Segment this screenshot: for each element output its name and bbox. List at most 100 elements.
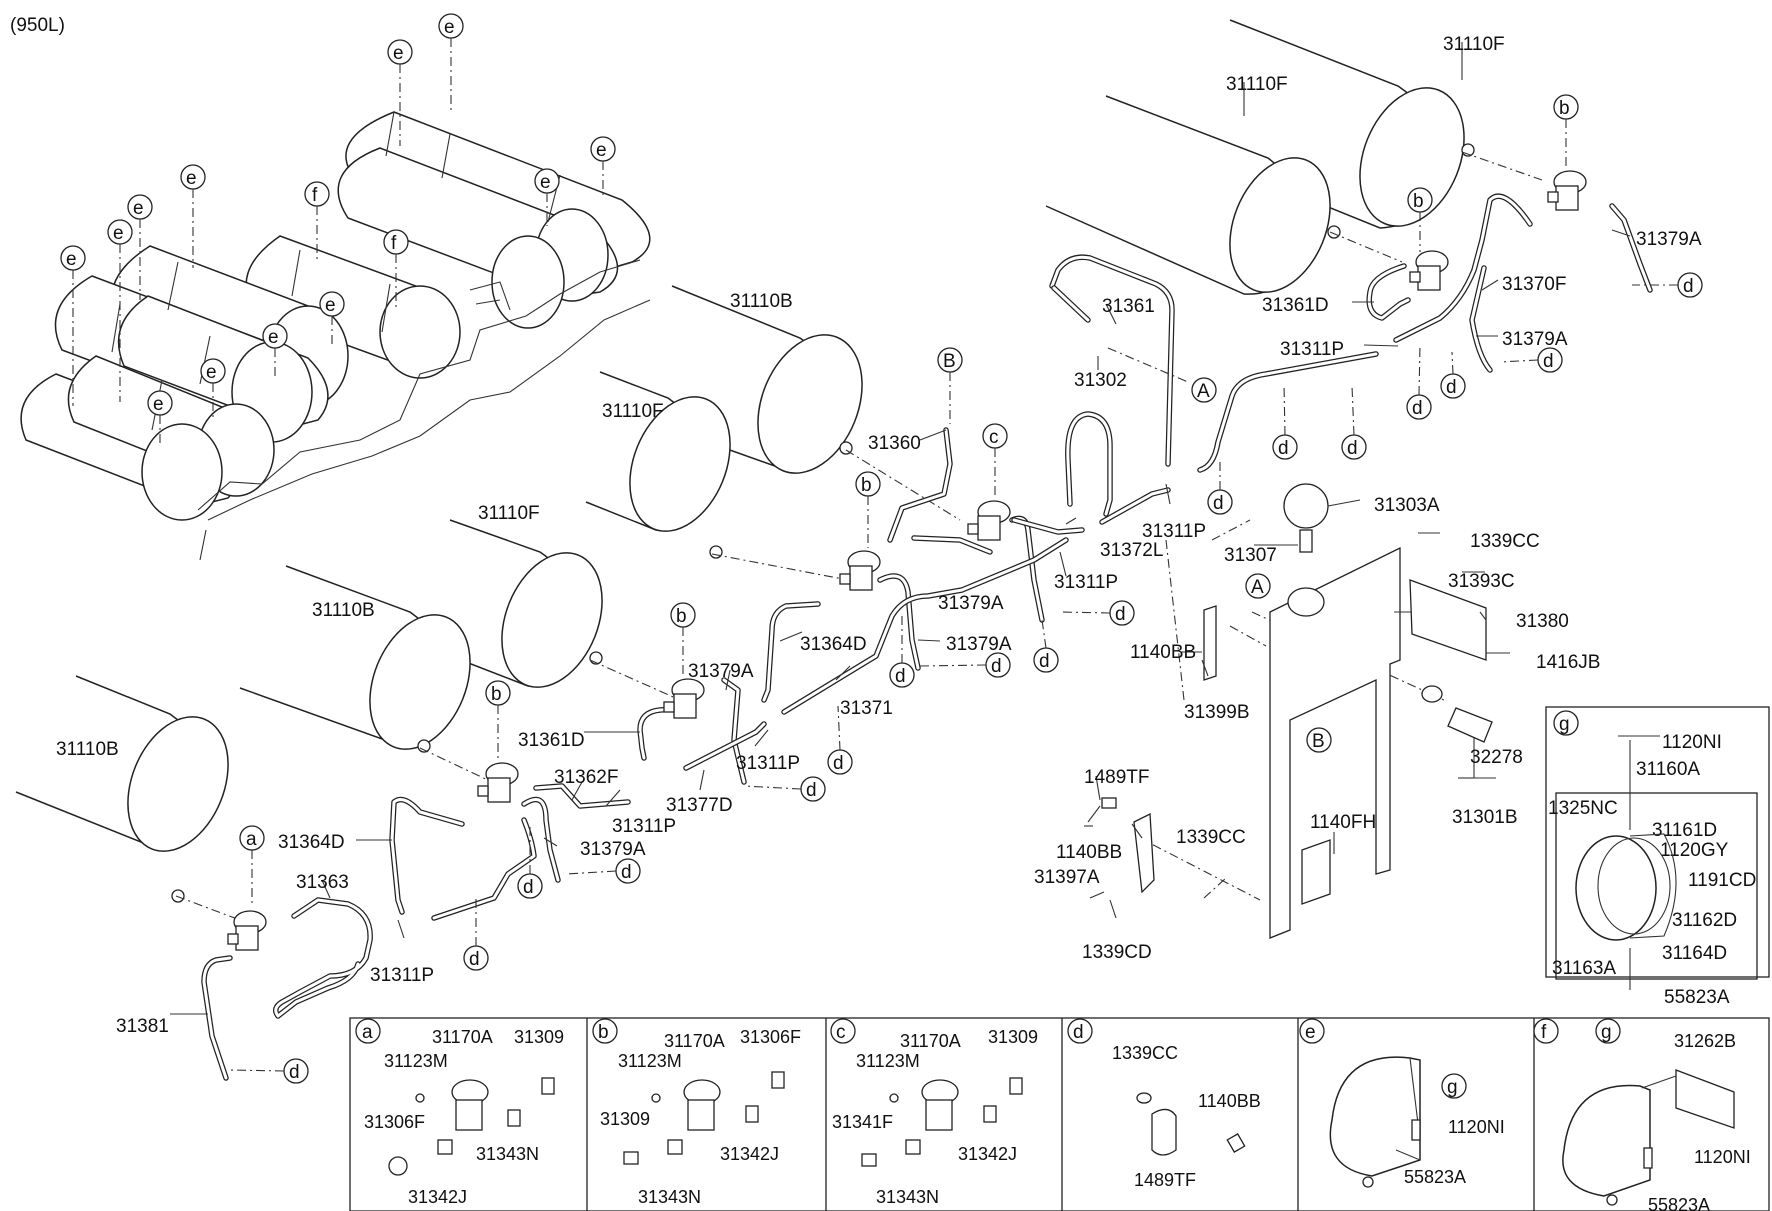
part-label: 31163A — [1552, 958, 1616, 979]
ref-e: e — [133, 198, 144, 219]
part-label: 31380 — [1516, 611, 1569, 632]
part-label: 55823A — [1664, 987, 1730, 1008]
part-label: 31379A — [1502, 329, 1568, 350]
part-label: 31309 — [600, 1109, 650, 1129]
ref-d: d — [469, 949, 480, 970]
detail-g: g 1120NI 31160A 1325NC 31161D 1120GY 119… — [1545, 706, 1770, 1008]
part-label: 31371 — [840, 698, 893, 719]
pipes — [201, 193, 1653, 1081]
part-label: 31379A — [946, 634, 1012, 655]
part-label: 31311P — [370, 965, 434, 986]
detail-e-letter: e — [1305, 1022, 1316, 1043]
part-label: 31170A — [432, 1027, 493, 1047]
part-label: 1191CD — [1688, 870, 1756, 891]
part-label: 31399B — [1184, 702, 1250, 723]
part-label: 1325NC — [1548, 798, 1618, 819]
part-label: 31262B — [1674, 1031, 1736, 1051]
ref-d: d — [1683, 276, 1694, 297]
part-label: 1120NI — [1694, 1147, 1751, 1167]
part-label: 1339CD — [1082, 942, 1152, 963]
ref-d: d — [621, 862, 632, 883]
part-label: 31160A — [1636, 759, 1700, 780]
ref-d: d — [895, 666, 906, 687]
part-label: 31110F — [478, 503, 540, 524]
part-label: 31342J — [408, 1187, 467, 1207]
detail-a-letter: a — [362, 1022, 373, 1043]
part-label: 31361D — [518, 730, 585, 751]
tank-valves — [227, 170, 1587, 951]
part-label: 31110B — [730, 291, 793, 312]
part-label: 31362F — [554, 767, 618, 788]
part-label: 31302 — [1074, 370, 1127, 391]
part-label: 31123M — [384, 1051, 448, 1071]
ref-d: d — [1543, 351, 1554, 372]
ref-d: d — [1278, 438, 1289, 459]
assembly-lines — [175, 151, 1543, 921]
part-label: 1120GY — [1660, 840, 1729, 861]
part-label: 31341F — [832, 1112, 893, 1132]
part-labels: 31110F 31110F 31379A 31370F 31379A 31361… — [56, 34, 1702, 1037]
ref-e: e — [153, 394, 164, 415]
ref-B: B — [943, 351, 956, 372]
ref-e: e — [113, 223, 124, 244]
ref-e: e — [186, 168, 197, 189]
part-label: 31343N — [476, 1144, 539, 1164]
part-label: 31311P — [612, 816, 676, 837]
part-label: 31343N — [876, 1187, 939, 1207]
part-label: 31393C — [1448, 571, 1515, 592]
part-label: 31110B — [56, 739, 119, 760]
part-label: 31360 — [868, 433, 921, 454]
detail-b-letter: b — [598, 1022, 609, 1043]
part-label: 31379A — [580, 839, 646, 860]
ref-e: e — [540, 172, 551, 193]
part-label: 31361D — [1262, 295, 1329, 316]
part-label: 55823A — [1404, 1167, 1466, 1187]
part-label: 31363 — [296, 872, 349, 893]
part-label: 31381 — [116, 1016, 169, 1037]
part-label: 31110B — [312, 600, 375, 621]
part-label: 31306F — [364, 1112, 425, 1132]
ref-d: d — [1039, 651, 1050, 672]
part-label: 31110F — [1443, 34, 1505, 55]
part-label: 31397A — [1034, 867, 1100, 888]
part-label: 31343N — [638, 1187, 701, 1207]
ref-e: e — [325, 295, 336, 316]
ref-d: d — [289, 1062, 300, 1083]
ref-A: A — [1197, 381, 1210, 402]
part-label: 31364D — [800, 634, 867, 655]
part-label: 31306F — [740, 1027, 801, 1047]
ref-e: e — [393, 43, 404, 64]
part-label: 1120NI — [1448, 1117, 1505, 1137]
detail-c: c 31170A 31309 31123M 31341F 31342J 3134… — [830, 1018, 1038, 1207]
ref-f: f — [391, 233, 397, 254]
leader-lines — [170, 42, 1660, 1015]
ref-e: e — [596, 140, 607, 161]
part-label: 1339CC — [1112, 1043, 1178, 1063]
reference-circles: b b d d d d d d d A B c b d d d d d d b … — [229, 94, 1703, 1084]
ref-d: d — [806, 780, 817, 801]
ref-b: b — [1413, 191, 1424, 212]
part-label: 31379A — [938, 593, 1004, 614]
part-label: 31311P — [736, 753, 800, 774]
ref-d: d — [991, 656, 1002, 677]
part-label: 31309 — [988, 1027, 1038, 1047]
part-label: 32278 — [1470, 747, 1523, 768]
part-label: 1140FH — [1310, 812, 1376, 833]
part-label: 31123M — [618, 1051, 682, 1071]
overview-tank-cluster — [20, 111, 651, 561]
detail-a: a 31170A 31309 31123M 31306F 31343N 3134… — [355, 1018, 564, 1207]
ref-e: e — [206, 362, 217, 383]
part-label: 31110F — [1226, 74, 1288, 95]
part-label: 31379A — [1636, 229, 1702, 250]
part-label: 31342J — [958, 1144, 1017, 1164]
part-label: 55823A — [1648, 1195, 1710, 1211]
part-label: 31372L — [1100, 540, 1163, 561]
ref-d: d — [1412, 398, 1423, 419]
part-label: 31311P — [1142, 521, 1206, 542]
part-label: 31164D — [1662, 943, 1727, 964]
detail-d-letter: d — [1073, 1022, 1084, 1043]
ref-b: b — [861, 475, 872, 496]
ref-d: d — [523, 877, 534, 898]
detail-d: d 1339CC 1140BB 1489TF — [1067, 1018, 1261, 1190]
